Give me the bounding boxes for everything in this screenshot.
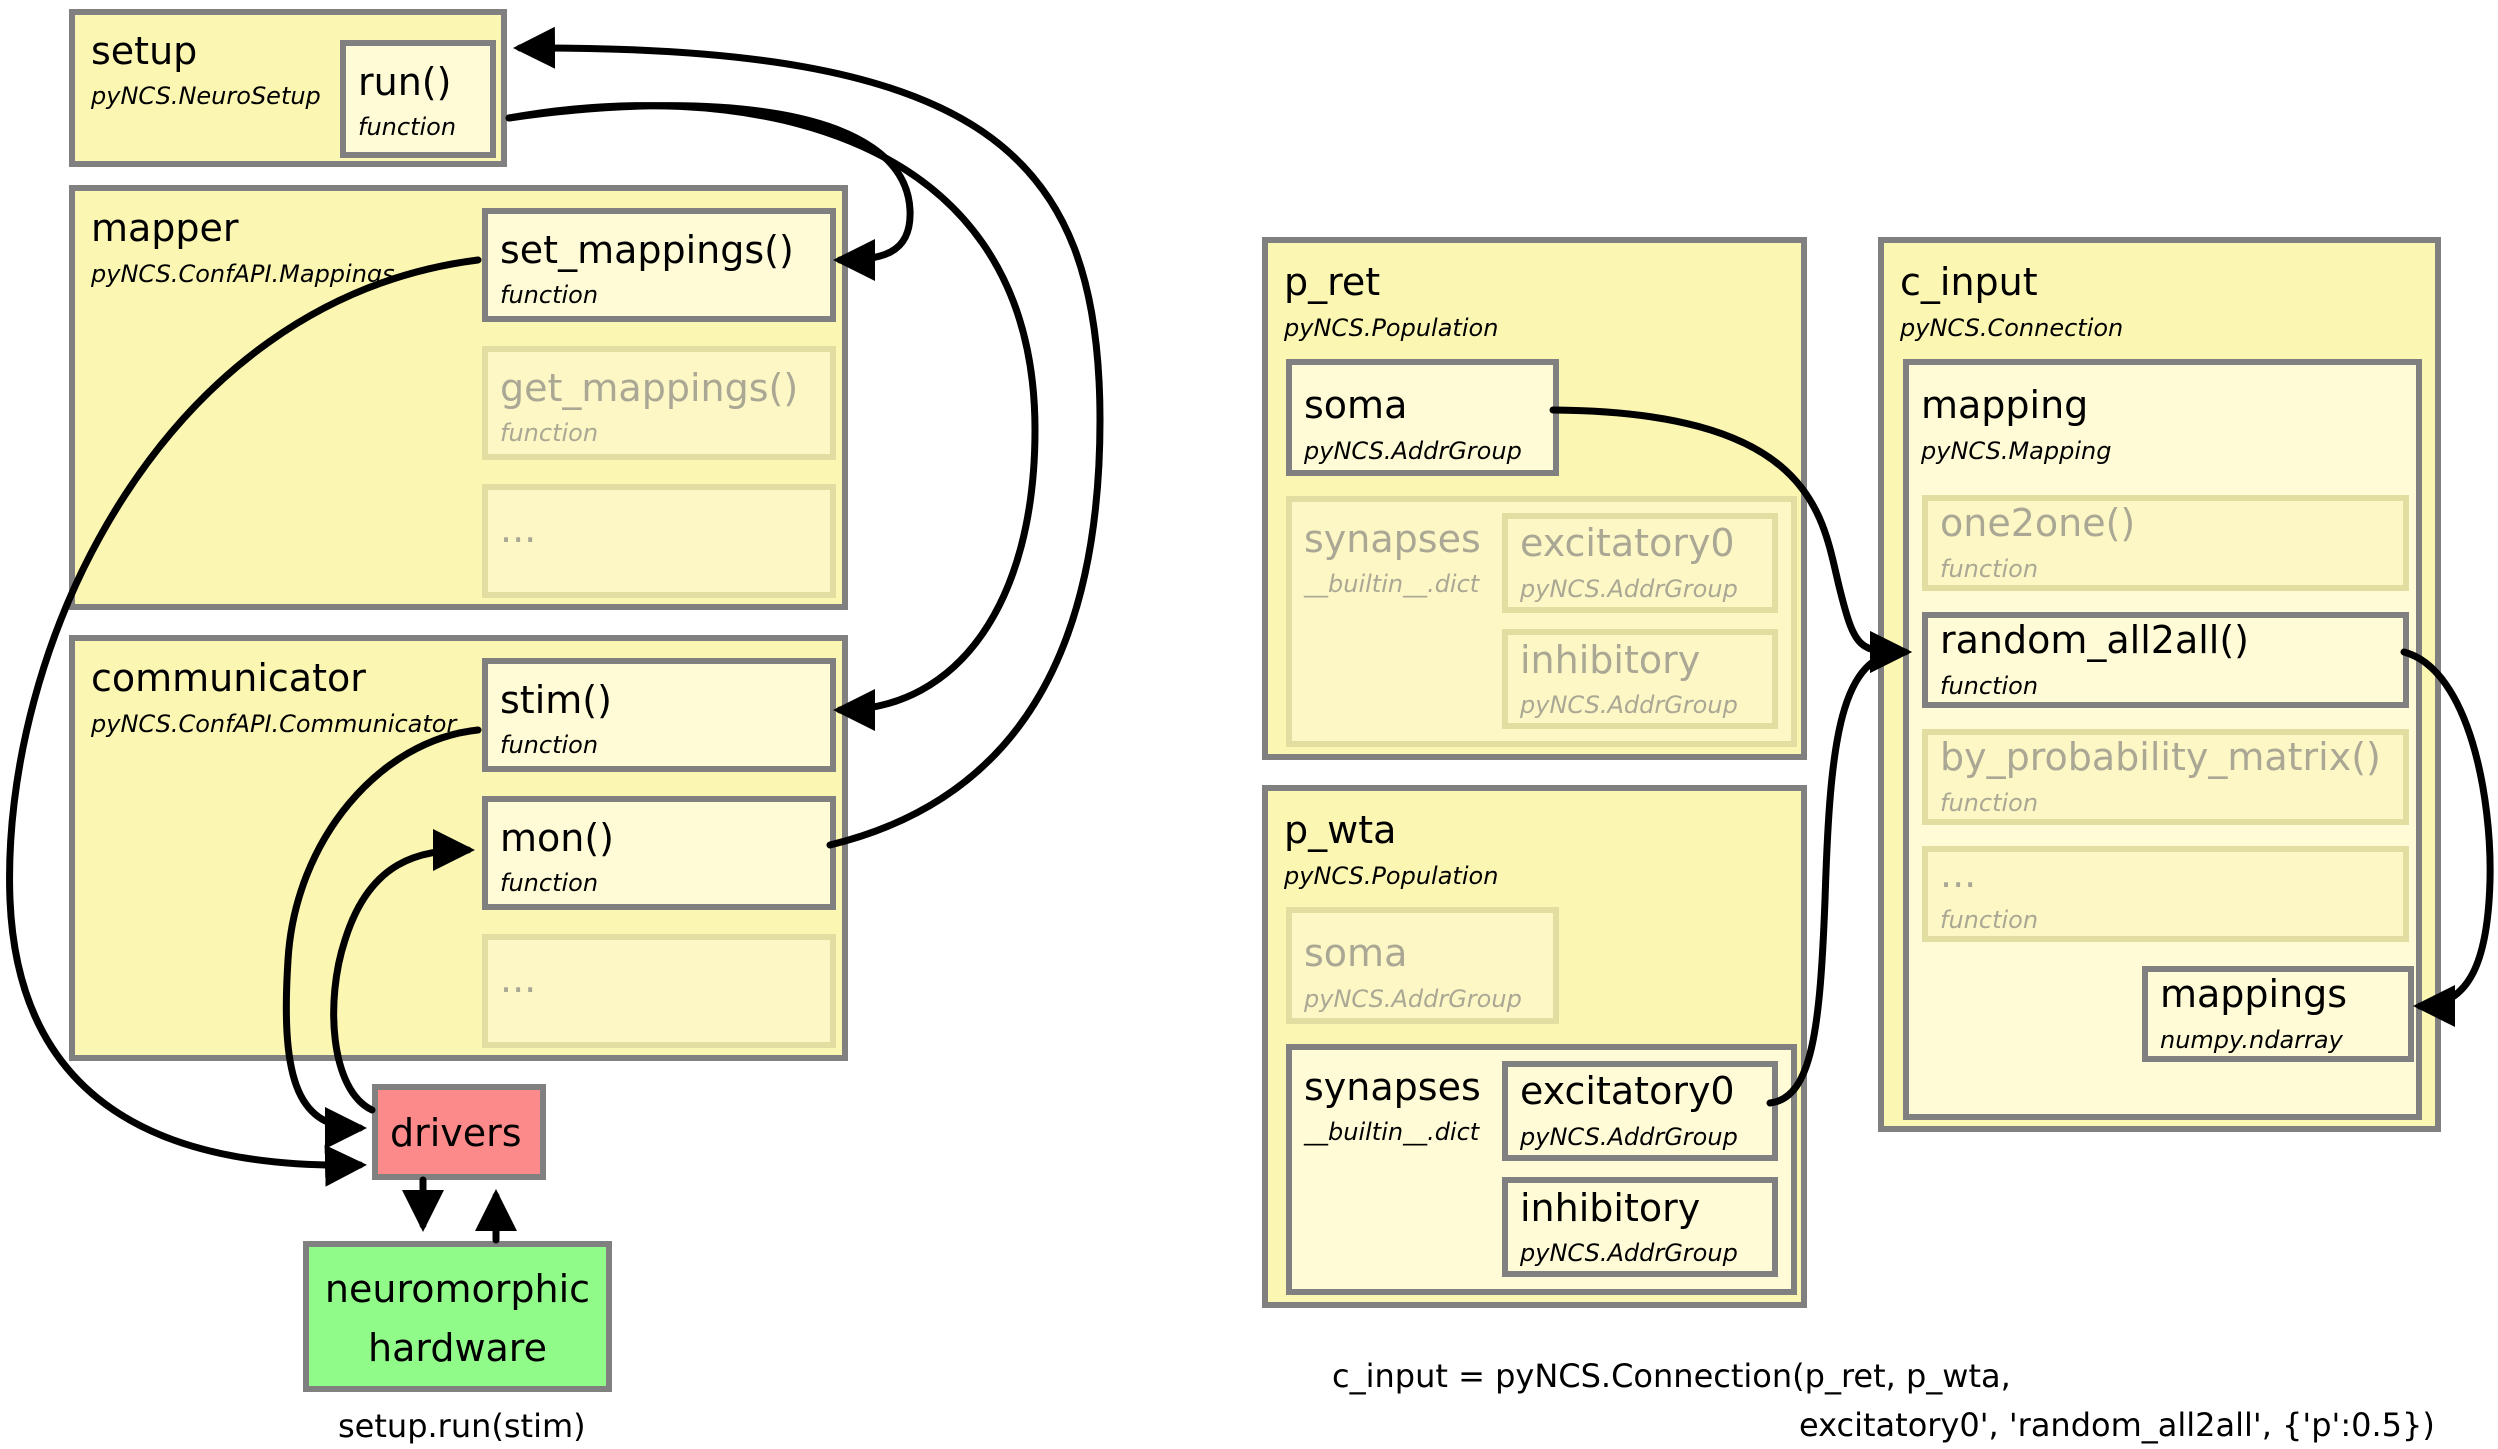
mon-type: function — [500, 869, 599, 897]
mapping-more-function-box: ... function — [1922, 846, 2409, 942]
get-mappings-function-box: get_mappings() function — [482, 346, 836, 460]
p-wta-title: p_wta — [1284, 808, 1397, 852]
set-mappings-type: function — [500, 281, 599, 309]
mapper-type: pyNCS.ConfAPI.Mappings — [91, 260, 395, 288]
p-wta-excitatory-title: excitatory0 — [1520, 1069, 1735, 1113]
communicator-more-label: ... — [500, 957, 537, 1001]
p-ret-inhibitory-title: inhibitory — [1520, 638, 1701, 682]
p-wta-synapses-type: __builtin__.dict — [1304, 1118, 1480, 1146]
by-probability-matrix-type: function — [1940, 789, 2039, 817]
p-ret-synapses-title: synapses — [1304, 517, 1481, 561]
p-wta-soma-title: soma — [1304, 931, 1408, 975]
mappings-array-box: mappings numpy.ndarray — [2142, 966, 2414, 1062]
by-probability-matrix-function-box: by_probability_matrix() function — [1922, 729, 2409, 825]
mapper-title: mapper — [91, 206, 239, 250]
mapping-more-title: ... — [1940, 852, 1977, 896]
neuromorphic-hardware-box: neuromorphic hardware — [303, 1241, 612, 1392]
p-ret-excitatory-title: excitatory0 — [1520, 521, 1735, 565]
p-wta-box: p_wta pyNCS.Population soma pyNCS.AddrGr… — [1262, 785, 1807, 1308]
right-caption-line-1: c_input = pyNCS.Connection(p_ret, p_wta, — [1332, 1357, 2011, 1395]
c-input-type: pyNCS.Connection — [1900, 314, 2124, 342]
p-wta-synapses-box: synapses __builtin__.dict excitatory0 py… — [1286, 1044, 1797, 1295]
left-caption: setup.run(stim) — [338, 1407, 586, 1445]
run-function-box: run() function — [340, 40, 496, 158]
mon-function-box: mon() function — [482, 796, 836, 910]
p-wta-excitatory-type: pyNCS.AddrGroup — [1520, 1123, 1738, 1151]
stim-type: function — [500, 731, 599, 759]
p-wta-type: pyNCS.Population — [1284, 862, 1499, 890]
communicator-box: communicator pyNCS.ConfAPI.Communicator … — [69, 635, 848, 1061]
p-ret-inhibitory-box: inhibitory pyNCS.AddrGroup — [1502, 629, 1778, 729]
mapping-type: pyNCS.Mapping — [1921, 437, 2112, 465]
mapper-more-box: ... — [482, 484, 836, 598]
stim-title: stim() — [500, 678, 612, 722]
p-ret-soma-box: soma pyNCS.AddrGroup — [1286, 359, 1559, 476]
setup-box: setup pyNCS.NeuroSetup run() function — [69, 9, 507, 167]
p-ret-box: p_ret pyNCS.Population soma pyNCS.AddrGr… — [1262, 237, 1807, 760]
set-mappings-function-box: set_mappings() function — [482, 208, 836, 322]
p-ret-inhibitory-type: pyNCS.AddrGroup — [1520, 691, 1738, 719]
p-wta-synapses-title: synapses — [1304, 1065, 1481, 1109]
drivers-label: drivers — [390, 1111, 522, 1155]
hardware-line-1: neuromorphic — [324, 1267, 591, 1311]
p-ret-soma-title: soma — [1304, 383, 1408, 427]
communicator-more-box: ... — [482, 934, 836, 1048]
mapping-title: mapping — [1921, 383, 2089, 427]
c-input-box: c_input pyNCS.Connection mapping pyNCS.M… — [1878, 237, 2441, 1132]
one2one-title: one2one() — [1940, 501, 2136, 545]
c-input-title: c_input — [1900, 260, 2038, 304]
mapping-more-type: function — [1940, 906, 2039, 934]
communicator-type: pyNCS.ConfAPI.Communicator — [91, 710, 457, 738]
run-type: function — [358, 113, 457, 141]
p-wta-excitatory-box: excitatory0 pyNCS.AddrGroup — [1502, 1061, 1778, 1161]
mapping-box: mapping pyNCS.Mapping one2one() function… — [1903, 359, 2422, 1120]
set-mappings-title: set_mappings() — [500, 228, 794, 272]
p-ret-excitatory-box: excitatory0 pyNCS.AddrGroup — [1502, 513, 1778, 613]
one2one-function-box: one2one() function — [1922, 495, 2409, 591]
drivers-box: drivers — [372, 1084, 546, 1180]
get-mappings-type: function — [500, 419, 599, 447]
p-ret-synapses-type: __builtin__.dict — [1304, 570, 1480, 598]
setup-type: pyNCS.NeuroSetup — [91, 82, 321, 110]
random-all2all-type: function — [1940, 672, 2039, 700]
one2one-type: function — [1940, 555, 2039, 583]
stim-function-box: stim() function — [482, 658, 836, 772]
setup-title: setup — [91, 29, 198, 73]
p-wta-soma-box: soma pyNCS.AddrGroup — [1286, 907, 1559, 1024]
p-wta-inhibitory-title: inhibitory — [1520, 1186, 1701, 1230]
p-ret-type: pyNCS.Population — [1284, 314, 1499, 342]
p-ret-synapses-box: synapses __builtin__.dict excitatory0 py… — [1286, 496, 1797, 747]
get-mappings-title: get_mappings() — [500, 366, 799, 410]
p-wta-inhibitory-box: inhibitory pyNCS.AddrGroup — [1502, 1177, 1778, 1277]
mappings-title: mappings — [2160, 972, 2348, 1016]
hardware-line-2: hardware — [368, 1326, 547, 1370]
random-all2all-title: random_all2all() — [1940, 618, 2250, 662]
p-wta-inhibitory-type: pyNCS.AddrGroup — [1520, 1239, 1738, 1267]
random-all2all-function-box: random_all2all() function — [1922, 612, 2409, 708]
p-ret-soma-type: pyNCS.AddrGroup — [1304, 437, 1522, 465]
p-ret-excitatory-type: pyNCS.AddrGroup — [1520, 575, 1738, 603]
by-probability-matrix-title: by_probability_matrix() — [1940, 735, 2381, 779]
mapper-more-label: ... — [500, 507, 537, 551]
p-wta-soma-type: pyNCS.AddrGroup — [1304, 985, 1522, 1013]
right-caption-line-2: excitatory0', 'random_all2all', {'p':0.5… — [1799, 1406, 2435, 1444]
mappings-type: numpy.ndarray — [2160, 1026, 2343, 1054]
mapper-box: mapper pyNCS.ConfAPI.Mappings set_mappin… — [69, 185, 848, 610]
p-ret-title: p_ret — [1284, 260, 1381, 304]
mon-title: mon() — [500, 816, 614, 860]
communicator-title: communicator — [91, 656, 366, 700]
run-title: run() — [358, 60, 452, 104]
